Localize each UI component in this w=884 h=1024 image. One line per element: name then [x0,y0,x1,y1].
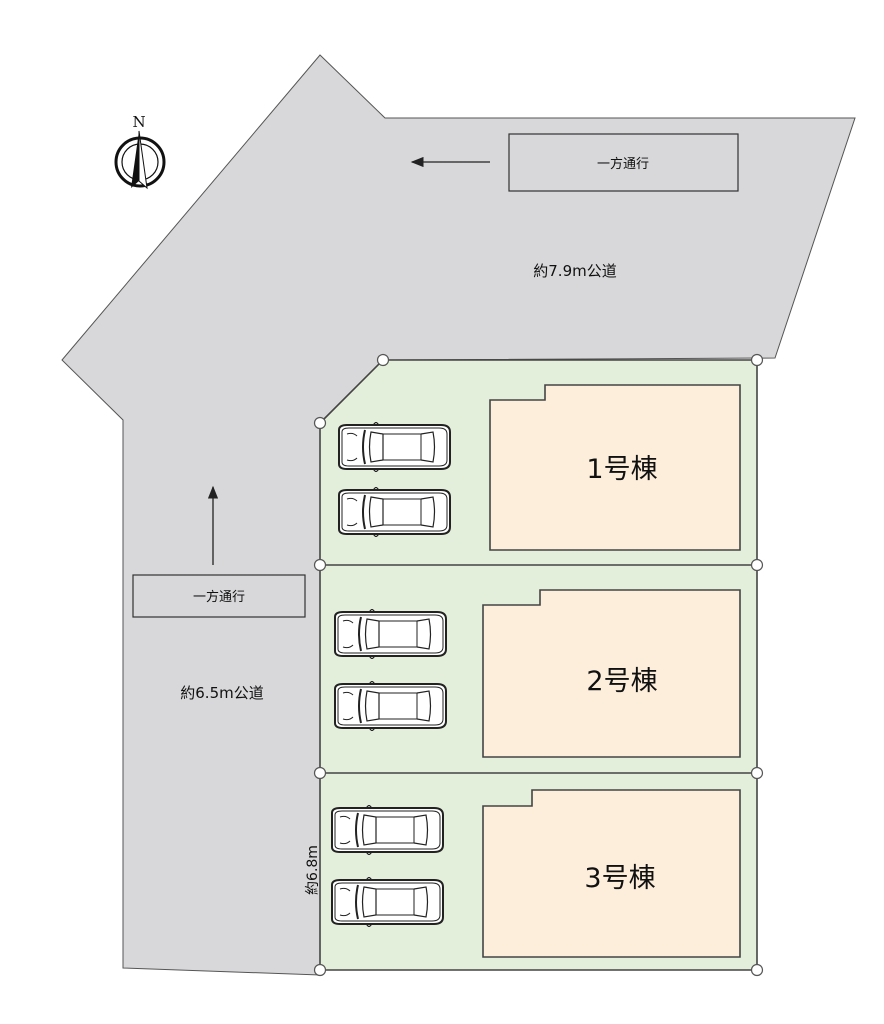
svg-text:一方通行: 一方通行 [597,156,649,172]
north-road-width-label: 約7.9m公道 [533,262,616,280]
building-2[interactable]: 2号棟 [482,589,741,758]
boundary-marker [750,353,764,367]
boundary-marker [750,558,764,572]
building-1[interactable]: 1号棟 [489,384,741,551]
parking-car-1b [337,487,452,537]
boundary-marker [750,766,764,780]
boundary-marker [313,766,327,780]
parking-car-1a [337,422,452,472]
boundary-marker [313,558,327,572]
boundary-marker [376,353,390,367]
parking-car-2b [333,681,448,731]
north-compass-icon: N [114,113,166,190]
west-road-width-label: 約6.5m公道 [180,684,263,702]
boundary-marker [750,963,764,977]
building-3-label: 3号棟 [584,863,655,894]
parking-car-3a [330,805,445,855]
boundary-markers [313,353,764,977]
building-2-label: 2号棟 [586,666,657,697]
building-1-label: 1号棟 [586,454,657,485]
svg-text:N: N [132,113,145,131]
svg-text:一方通行: 一方通行 [193,589,245,605]
parking-car-3b [330,877,445,927]
parking-car-2a [333,609,448,659]
frontage-width-label: 約6.8m [305,845,321,895]
west-one-way-sign: 一方通行 [132,574,306,618]
boundary-marker [313,963,327,977]
north-one-way-sign: 一方通行 [508,133,739,192]
boundary-marker [313,416,327,430]
building-3[interactable]: 3号棟 [482,789,741,958]
